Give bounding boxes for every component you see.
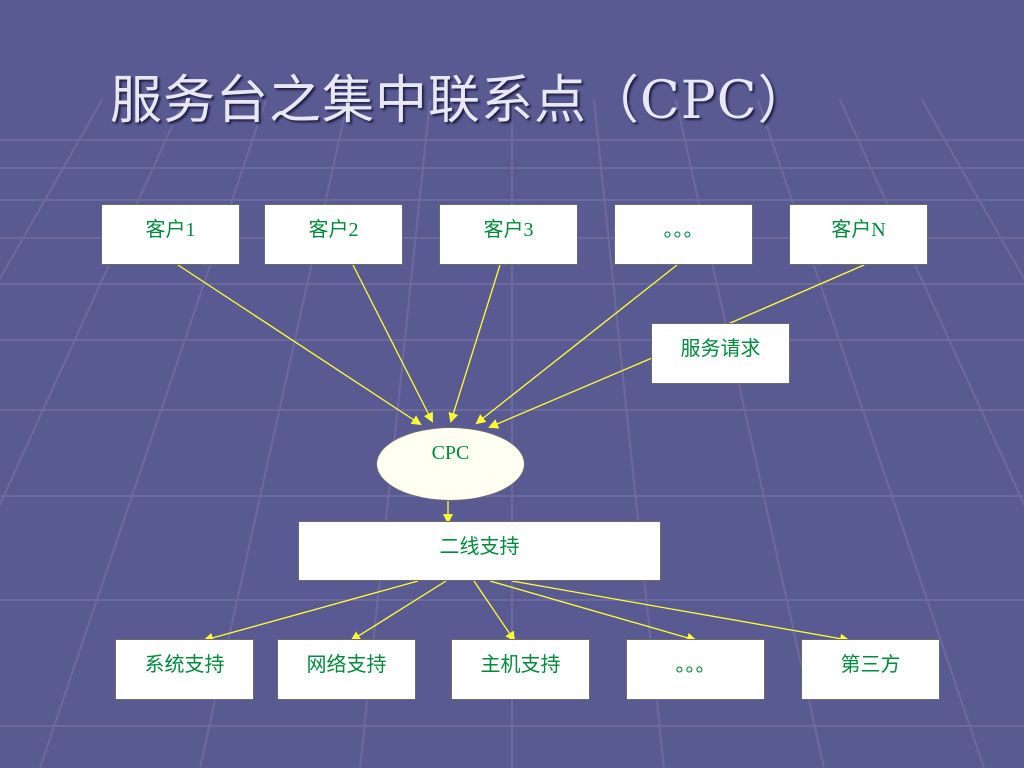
customer-ellipsis-box: 。。。 xyxy=(614,204,753,265)
customer-1-box: 客户1 xyxy=(101,204,240,265)
customer-2-box: 客户2 xyxy=(264,204,403,265)
host-support-box: 主机支持 xyxy=(451,639,590,700)
third-party-box: 第三方 xyxy=(801,639,940,700)
customer-3-box: 客户3 xyxy=(439,204,578,265)
second-line-support-box: 二线支持 xyxy=(298,521,661,581)
support-ellipsis-box: 。。。 xyxy=(626,639,765,700)
system-support-box: 系统支持 xyxy=(115,639,254,700)
page-title: 服务台之集中联系点（CPC） xyxy=(110,71,811,131)
network-support-box: 网络支持 xyxy=(277,639,416,700)
cpc-node: CPC xyxy=(376,427,525,501)
service-request-box: 服务请求 xyxy=(651,323,790,384)
customer-n-box: 客户N xyxy=(789,204,928,265)
